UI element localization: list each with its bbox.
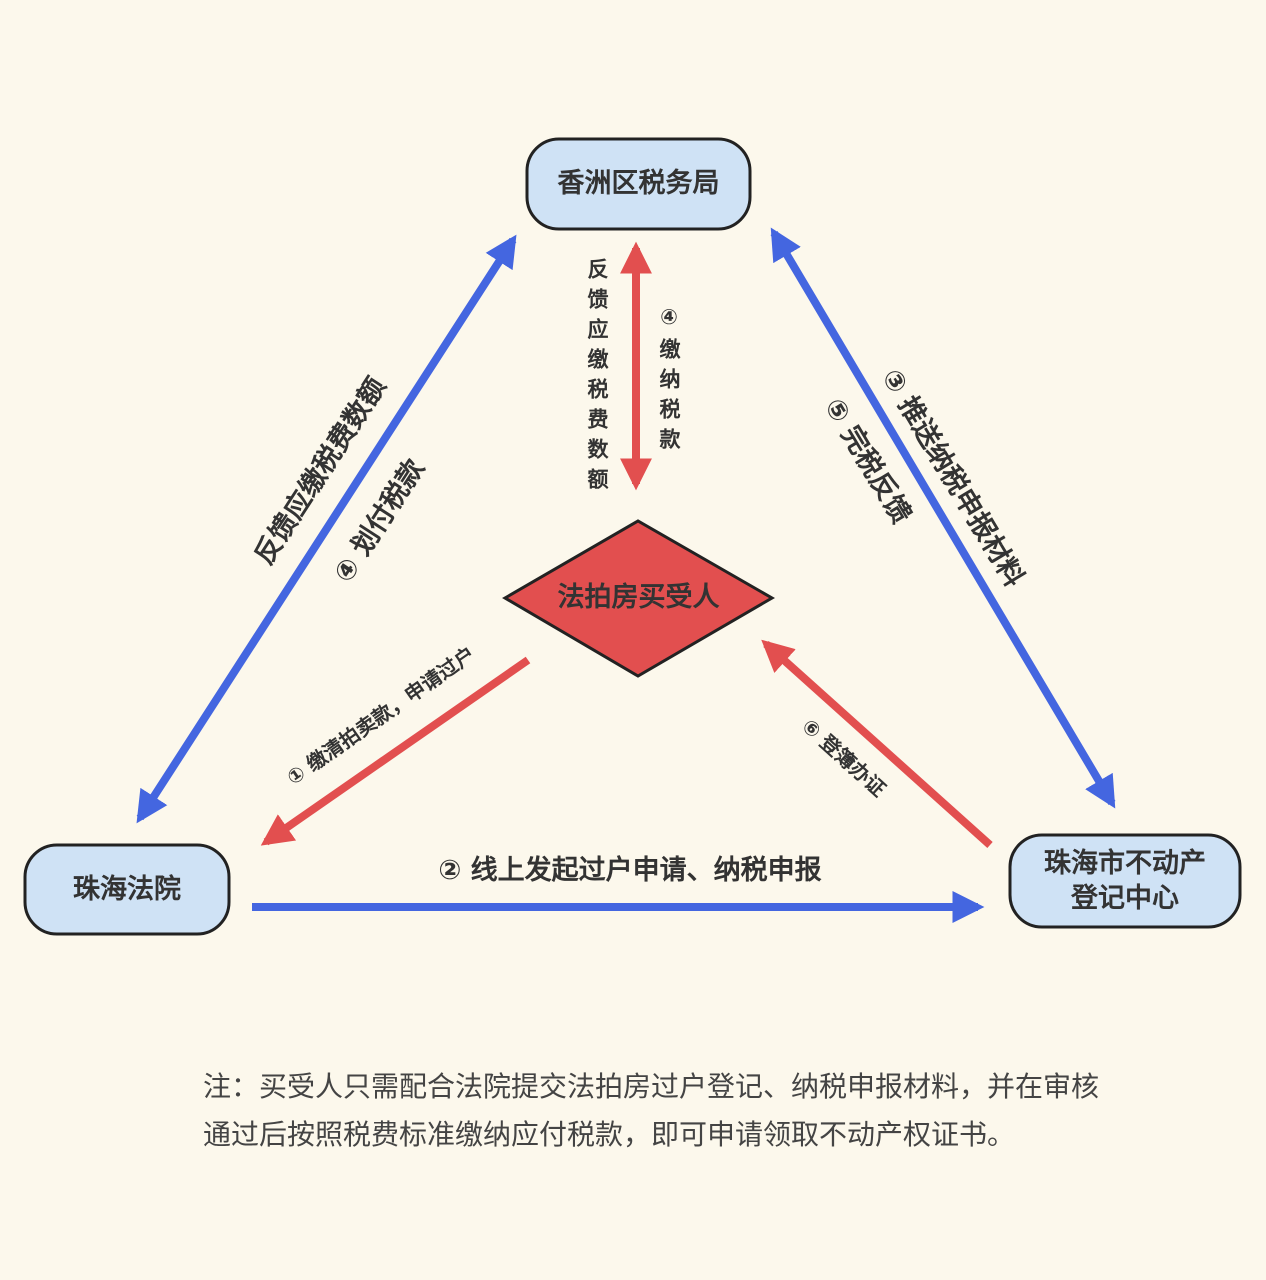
arrow-registry-buyer bbox=[761, 639, 993, 848]
node-tax-bureau: 香洲区税务局 bbox=[557, 168, 720, 200]
node-court: 珠海法院 bbox=[73, 873, 181, 905]
node-registry-line1: 珠海市不动产 bbox=[1044, 847, 1206, 879]
node-registry-line2: 登记中心 bbox=[1071, 883, 1179, 914]
node-registry: 珠海市不动产 登记中心 bbox=[1010, 835, 1240, 927]
footnote: 注：买受人只需配合法院提交法拍房过户登记、纳税申报材料，并在审核通过后按照税费标… bbox=[203, 1070, 1100, 1151]
node-buyer: 法拍房买受人 bbox=[557, 582, 720, 614]
arrow-tax-registry bbox=[770, 227, 1116, 809]
label-buyer-to-tax: ④缴纳税款 bbox=[657, 305, 681, 458]
label-tax-to-buyer: 反馈应缴税费数额 bbox=[585, 258, 609, 498]
node-tax-bureau-box bbox=[525, 137, 752, 231]
label-court-to-registry: ② 线上发起过户申请、纳税申报 bbox=[438, 855, 822, 886]
node-buyer-diamond bbox=[502, 519, 775, 678]
arrow-buyer-court bbox=[260, 656, 531, 846]
arrow-court-tax bbox=[136, 234, 517, 824]
node-registry-box bbox=[1008, 833, 1242, 929]
node-court-box bbox=[23, 843, 231, 936]
